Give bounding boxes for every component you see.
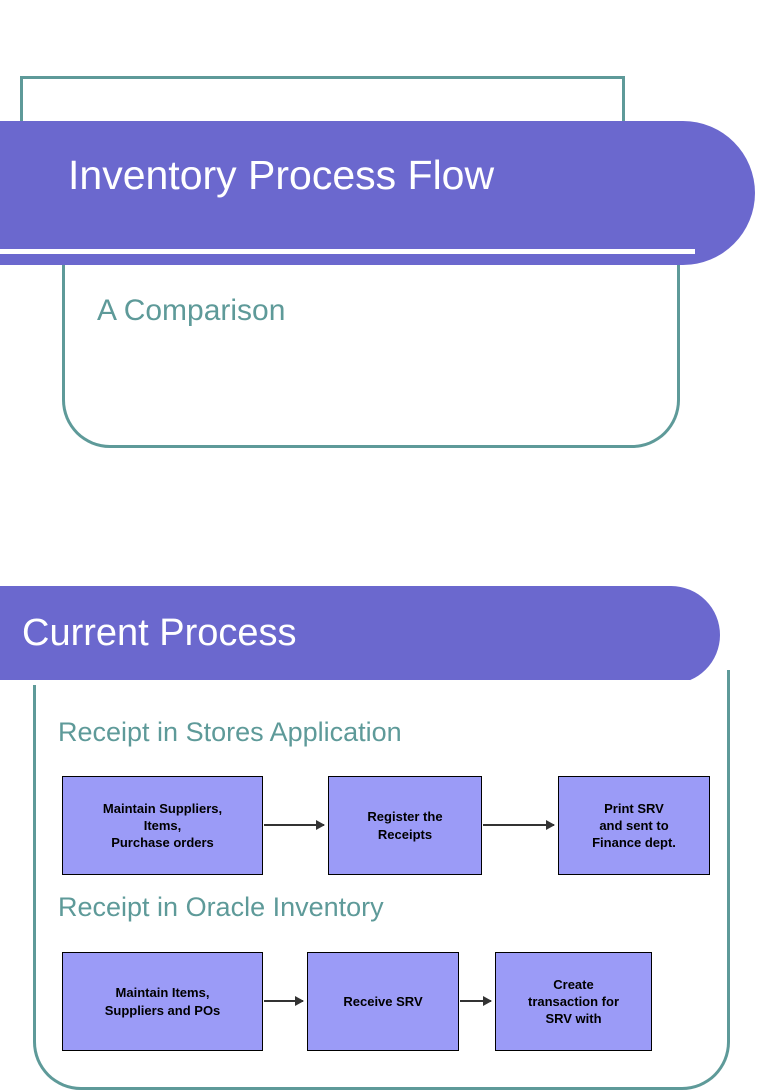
flow-arrow-icon (264, 996, 304, 1006)
flow-step-maintain-items-suppliers-pos: Maintain Items,Suppliers and POs (62, 952, 263, 1051)
slide1-title: Inventory Process Flow (68, 152, 495, 198)
slide1-banner-underline (0, 249, 695, 254)
section-heading-stores-application: Receipt in Stores Application (58, 717, 402, 747)
flow-step-receive-srv: Receive SRV (307, 952, 459, 1051)
slide-current-process: Current Process Receipt in Stores Applic… (0, 560, 768, 1090)
section-heading-oracle-inventory: Receipt in Oracle Inventory (58, 892, 384, 922)
slide2-title: Current Process (22, 612, 297, 654)
flow-arrow-icon (483, 820, 555, 830)
flow-arrow-icon (460, 996, 492, 1006)
flow-step-maintain-suppliers-items-purchase-orders: Maintain Suppliers,Items,Purchase orders (62, 776, 263, 875)
slide2-banner-underline (0, 680, 690, 685)
slide-title: Inventory Process Flow A Comparison (0, 76, 755, 448)
flow-arrow-icon (264, 820, 325, 830)
slide1-frame-bottom (62, 240, 680, 448)
slide2-title-banner (0, 586, 720, 684)
slide1-subtitle: A Comparison (97, 294, 286, 327)
slide1-title-banner (0, 121, 755, 265)
